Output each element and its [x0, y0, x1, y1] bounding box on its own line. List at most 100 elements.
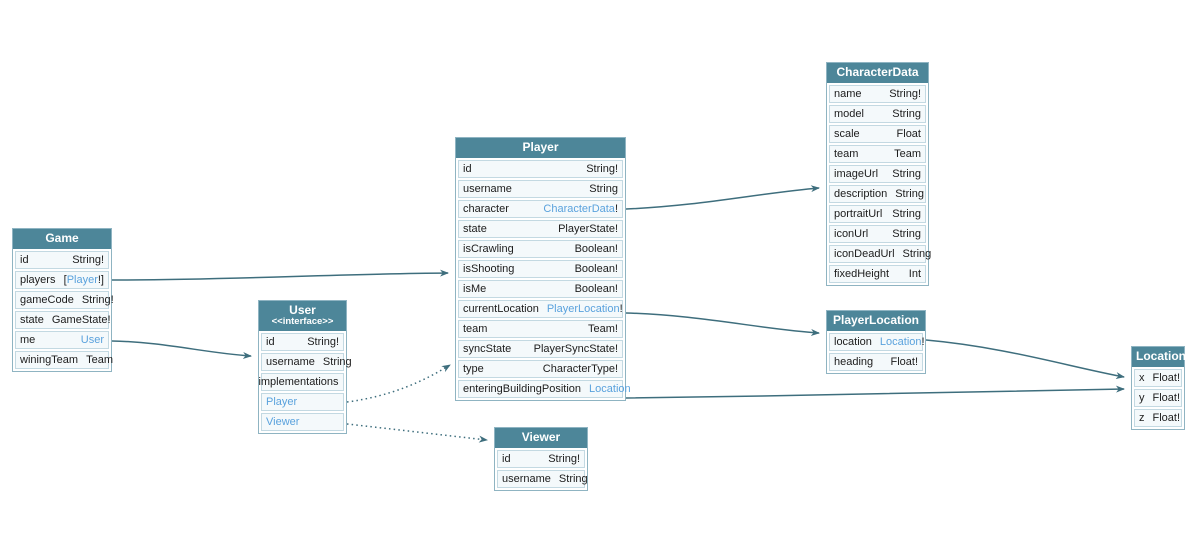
field-name: isMe: [463, 283, 487, 295]
field-row-players[interactable]: players[Player!]: [15, 271, 109, 289]
field-name: isCrawling: [463, 243, 514, 255]
table-header-game[interactable]: Game: [13, 229, 111, 249]
field-name: team: [834, 148, 859, 160]
type-suffix: !: [619, 303, 623, 315]
type-link-User[interactable]: User: [80, 334, 104, 346]
field-name: team: [463, 323, 488, 335]
field-name: portraitUrl: [834, 208, 883, 220]
field-name: heading: [834, 356, 874, 368]
field-type: Boolean!: [574, 243, 618, 255]
field-row-name[interactable]: name String!: [829, 85, 926, 103]
field-name: implementations: [258, 376, 339, 388]
table-title: User: [289, 303, 316, 317]
field-row-username[interactable]: username String: [261, 353, 352, 371]
field-row-model[interactable]: model String: [829, 105, 926, 123]
field-row-currentLocation[interactable]: currentLocation PlayerLocation!: [458, 300, 623, 318]
table-header-characterdata[interactable]: CharacterData: [827, 63, 928, 83]
field-type: String: [892, 108, 921, 120]
field-row-team[interactable]: team Team: [829, 145, 926, 163]
type-link-PlayerLocation[interactable]: PlayerLocation: [546, 303, 620, 315]
type-link-Location[interactable]: Location: [879, 336, 922, 348]
type-link-CharacterData[interactable]: CharacterData: [543, 203, 615, 215]
field-name: syncState: [463, 343, 512, 355]
field-row-Viewer[interactable]: Viewer: [261, 413, 344, 431]
field-type: String: [558, 473, 588, 485]
field-name: name: [834, 88, 862, 100]
field-row-Player[interactable]: Player: [261, 393, 344, 411]
field-row-isCrawling[interactable]: isCrawling Boolean!: [458, 240, 623, 258]
field-type: Team: [894, 148, 921, 160]
field-name: isShooting: [463, 263, 515, 275]
field-name: id: [266, 336, 275, 348]
table-header-viewer[interactable]: Viewer: [495, 428, 587, 448]
field-name: state: [463, 223, 487, 235]
table-title: Viewer: [521, 430, 561, 444]
table-title: CharacterData: [836, 65, 919, 79]
field-type: Boolean!: [574, 283, 618, 295]
field-row-implementations[interactable]: implementations: [258, 373, 344, 391]
table-subtitle: <<interface>>: [271, 316, 334, 327]
edge-Player.character-to-CharacterData: [625, 185, 820, 210]
table-header-location[interactable]: Location: [1132, 347, 1186, 367]
field-name: type: [463, 363, 484, 375]
type-table-characterdata: CharacterData name String! model String scale…: [826, 62, 931, 286]
table-header-playerlocation[interactable]: PlayerLocation: [827, 311, 925, 331]
field-name: iconDeadUrl: [834, 248, 895, 260]
implementation-link[interactable]: Viewer: [266, 416, 300, 428]
field-type: String: [322, 356, 352, 368]
type-link-Location[interactable]: Location: [589, 383, 631, 395]
field-type: Float!: [1152, 412, 1181, 424]
field-name: username: [266, 356, 315, 368]
field-row-z[interactable]: z Float!: [1134, 409, 1182, 427]
field-name: description: [834, 188, 888, 200]
field-name: model: [834, 108, 864, 120]
field-name: id: [20, 254, 29, 266]
field-type: String: [589, 183, 618, 195]
field-type: String!: [889, 88, 921, 100]
field-name: currentLocation: [463, 303, 539, 315]
field-row-isMe[interactable]: isMe Boolean!: [458, 280, 623, 298]
field-name: z: [1139, 412, 1145, 424]
type-link-Player[interactable]: Player: [66, 274, 98, 286]
table-header-user[interactable]: User<<interface>>: [259, 301, 346, 331]
implementation-link[interactable]: Player: [266, 396, 298, 408]
table-header-player[interactable]: Player: [456, 138, 625, 158]
